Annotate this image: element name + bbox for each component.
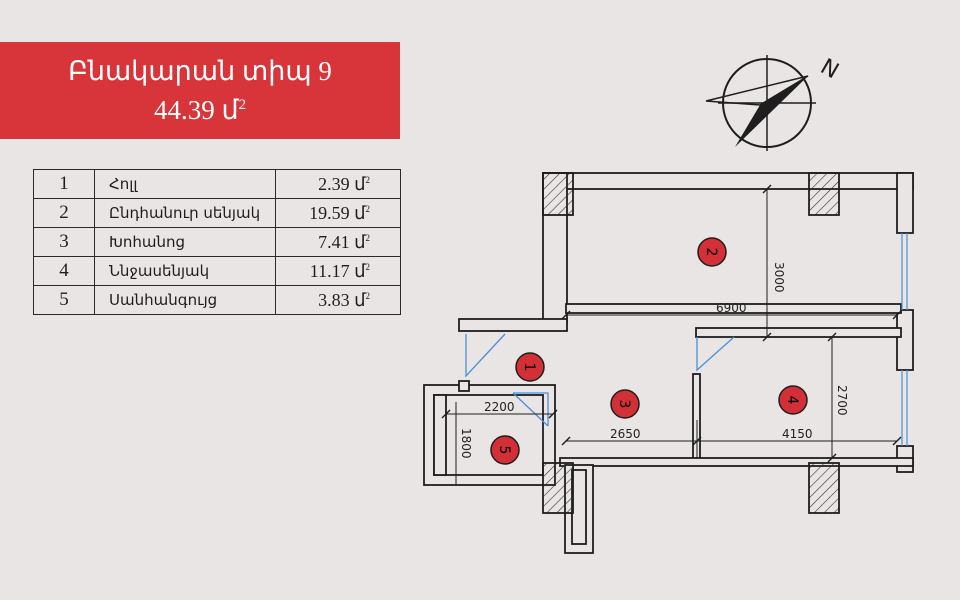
dim-bathroom-width: 2200 <box>484 400 515 414</box>
room-number: 3 <box>33 227 95 257</box>
door-swings <box>465 333 735 427</box>
room-area: 2.39 մ2 <box>275 169 401 199</box>
room-area: 11.17 մ2 <box>275 256 401 286</box>
svg-text:4: 4 <box>784 396 800 405</box>
windows <box>901 233 908 446</box>
room-area: 7.41 մ2 <box>275 227 401 257</box>
room-marker-1: 1 <box>515 352 545 382</box>
room-marker-2: 2 <box>697 237 727 267</box>
dim-bedroom-height: 2700 <box>835 385 849 416</box>
room-name: Ընդհանուր սենյակ <box>94 198 276 228</box>
room-number: 5 <box>33 285 95 315</box>
svg-text:5: 5 <box>496 446 512 455</box>
room-name: Խոհանոց <box>94 227 276 257</box>
plan-walls <box>423 172 914 554</box>
apartment-type-title: Բնակարան տիպ 9 <box>68 56 332 86</box>
dim-living-height: 3000 <box>772 262 786 293</box>
compass-north-label: N <box>816 54 843 84</box>
apartment-total-area: 44.39 մ2 <box>153 95 247 125</box>
dimension-ticks <box>441 184 902 463</box>
room-name: Ննջասենյակ <box>94 256 276 286</box>
dim-bedroom-width: 4150 <box>782 427 813 441</box>
room-marker-4: 4 <box>778 385 808 415</box>
room-name: Սանհանգույց <box>94 285 276 315</box>
room-number: 2 <box>33 198 95 228</box>
north-arrow-icon: N <box>705 54 843 151</box>
dim-bathroom-height: 1800 <box>459 428 473 459</box>
dim-total-width: 6900 <box>716 301 747 315</box>
svg-text:3: 3 <box>616 400 632 409</box>
dimension-lines <box>446 189 897 485</box>
dim-kitchen-width: 2650 <box>610 427 641 441</box>
structural-columns <box>542 172 840 514</box>
apartment-title-banner: Բնակարան տիպ 9 44.39 մ2 <box>0 42 400 139</box>
svg-text:2: 2 <box>703 248 719 257</box>
room-marker-5: 5 <box>490 435 520 465</box>
room-area: 3.83 մ2 <box>275 285 401 315</box>
svg-text:1: 1 <box>521 363 537 372</box>
room-marker-3: 3 <box>610 389 640 419</box>
